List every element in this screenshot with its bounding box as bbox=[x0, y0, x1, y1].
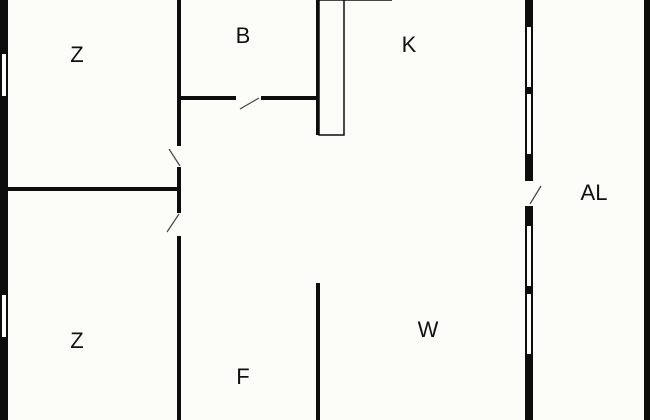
wall-kitchen-left bbox=[316, 0, 320, 135]
room-label-w: W bbox=[418, 317, 439, 342]
wall-left-vertical-upper bbox=[177, 0, 181, 146]
shaft bbox=[318, 0, 345, 136]
wall-balcony-upper bbox=[525, 0, 533, 181]
room-label-z-top: Z bbox=[70, 42, 83, 67]
room-label-al: AL bbox=[581, 180, 608, 205]
door-swing-bath bbox=[239, 97, 260, 110]
room-label-b: B bbox=[236, 23, 251, 48]
wall-bath-bottom-right bbox=[261, 96, 318, 100]
door-swings bbox=[166, 97, 542, 233]
window-balcony-3 bbox=[527, 226, 531, 286]
window-left-lower bbox=[2, 295, 6, 337]
room-labels: Z B K AL Z W F bbox=[70, 23, 607, 389]
wall-z-divider bbox=[8, 187, 181, 191]
window-balcony-2 bbox=[527, 94, 531, 154]
wall-outer-right bbox=[644, 0, 650, 420]
room-label-z-bottom: Z bbox=[70, 328, 83, 353]
wall-hall-divider bbox=[316, 283, 320, 420]
window-balcony-1 bbox=[527, 27, 531, 87]
window-balcony-4 bbox=[527, 294, 531, 354]
wall-left-vertical-lower bbox=[177, 236, 181, 420]
room-label-f: F bbox=[236, 364, 249, 389]
wall-outer-left bbox=[0, 0, 8, 420]
door-swing-balcony bbox=[529, 185, 542, 205]
room-label-k: K bbox=[402, 32, 417, 57]
door-swing-z-bottom bbox=[166, 213, 180, 233]
windows bbox=[2, 27, 531, 354]
door-swing-z-top bbox=[168, 148, 181, 167]
wall-bath-bottom-left bbox=[177, 96, 236, 100]
window-left-upper bbox=[2, 54, 6, 96]
